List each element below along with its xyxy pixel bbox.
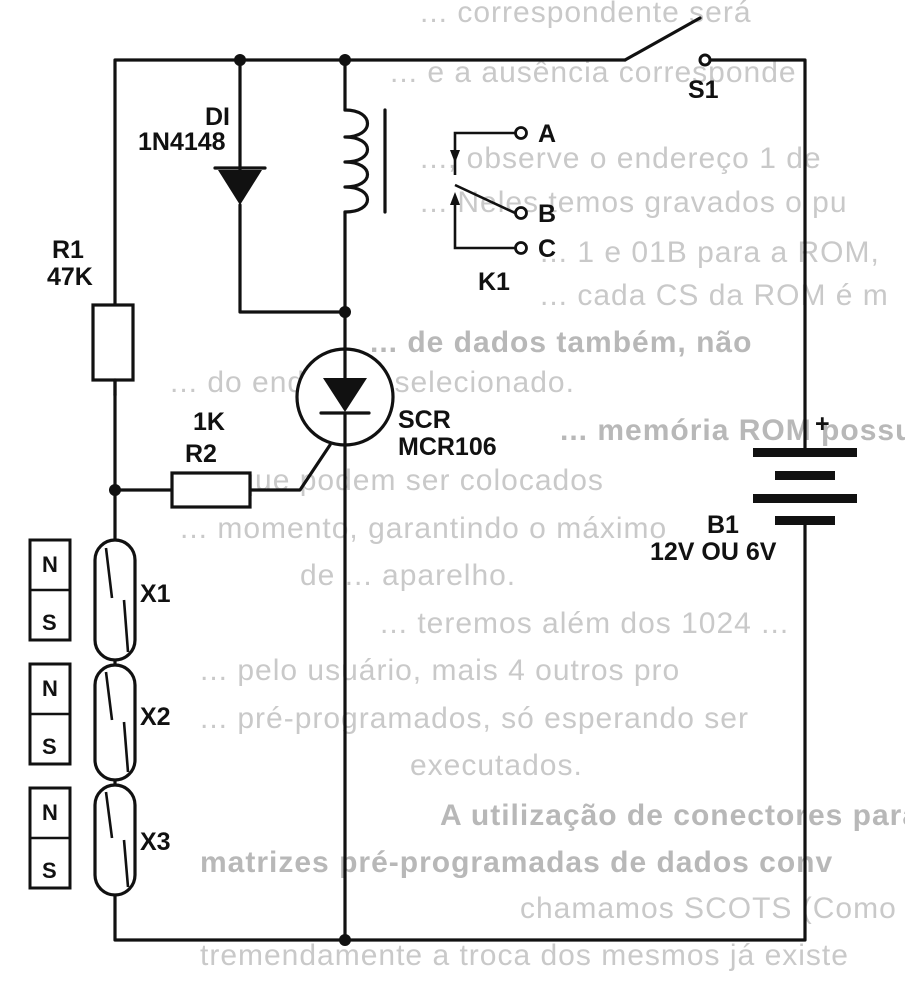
battery-ref-label: B1: [707, 511, 739, 539]
magnet-1: N S: [28, 538, 72, 642]
reed-switch-x2: X2: [93, 663, 171, 782]
magnet-1-n: N: [42, 552, 58, 577]
bg-line-7: ... de dados também, não: [370, 326, 752, 359]
bg-line-18: matrizes pré-programadas de dados conv: [200, 846, 833, 879]
diode-part-label: 1N4148: [138, 128, 226, 156]
relay-label: K1: [478, 268, 510, 296]
magnet-2-s: S: [42, 734, 57, 759]
relay-k1-contacts: A B C K1: [450, 120, 556, 296]
bg-line-9: ... memória ROM possue: [560, 414, 905, 447]
battery-value-label: 12V OU 6V: [650, 538, 777, 566]
scr-part-label: MCR106: [398, 433, 497, 461]
bg-line-16: executados.: [410, 749, 583, 782]
x2-label: X2: [140, 703, 171, 731]
bg-line-6: ... cada CS da ROM é m: [540, 279, 889, 312]
bg-line-13: ... teremos além dos 1024 ...: [380, 607, 789, 640]
diode-ref-label: DI: [205, 103, 230, 131]
r1-value-label: 47K: [47, 263, 93, 291]
bg-line-12: de ... aparelho.: [300, 559, 516, 592]
r2-ref-label: R2: [185, 440, 217, 468]
r1-ref-label: R1: [52, 236, 84, 264]
wires: [113, 58, 807, 942]
diode-d1: DI 1N4148: [138, 103, 267, 205]
reed-switch-x3: X3: [93, 783, 171, 897]
x3-label: X3: [140, 828, 171, 856]
magnet-3: N S: [28, 786, 72, 890]
magnet-2-n: N: [42, 676, 58, 701]
magnet-2: N S: [28, 662, 72, 766]
relay-coil: [343, 108, 387, 214]
bg-line-15: ... pré-programados, só esperando ser: [200, 702, 749, 735]
bg-line-3: ..., observe o endereço 1 de: [420, 142, 822, 175]
bg-line-17: A utilização de conectores para a ligaçã…: [440, 799, 905, 832]
resistor-r1: R1 47K: [47, 236, 135, 397]
switch-s1: S1: [623, 16, 719, 104]
bg-line-11: ... momento, garantindo o máximo: [180, 512, 667, 545]
x1-label: X1: [140, 580, 171, 608]
scr-mcr106: SCR MCR106: [295, 347, 497, 461]
scr-ref-label: SCR: [398, 406, 451, 434]
magnet-1-s: S: [42, 610, 57, 635]
magnet-3-n: N: [42, 800, 58, 825]
junction-dots: [109, 54, 351, 946]
battery-plus-label: +: [815, 410, 830, 438]
bg-line-19: chamamos SCOTS (Como no Apple): [520, 892, 905, 925]
bg-line-20: tremendamente a troca dos mesmos já exis…: [200, 939, 849, 972]
switch-label: S1: [688, 76, 719, 104]
r2-value-label: 1K: [193, 408, 225, 436]
terminal-c-label: C: [538, 235, 556, 263]
bg-line-14: ... pelo usuário, mais 4 outros pro: [200, 654, 680, 687]
resistor-r2: 1K R2: [170, 408, 252, 509]
bg-line-1: ... correspondente será: [420, 0, 752, 29]
battery-b1: + B1 12V OU 6V: [650, 410, 857, 566]
magnet-3-s: S: [42, 858, 57, 883]
terminal-b-label: B: [538, 200, 556, 228]
reed-switch-x1: X1: [93, 538, 171, 662]
bg-line-5: ... 1 e 01B para a ROM,: [540, 236, 880, 269]
terminal-a-label: A: [538, 120, 556, 148]
